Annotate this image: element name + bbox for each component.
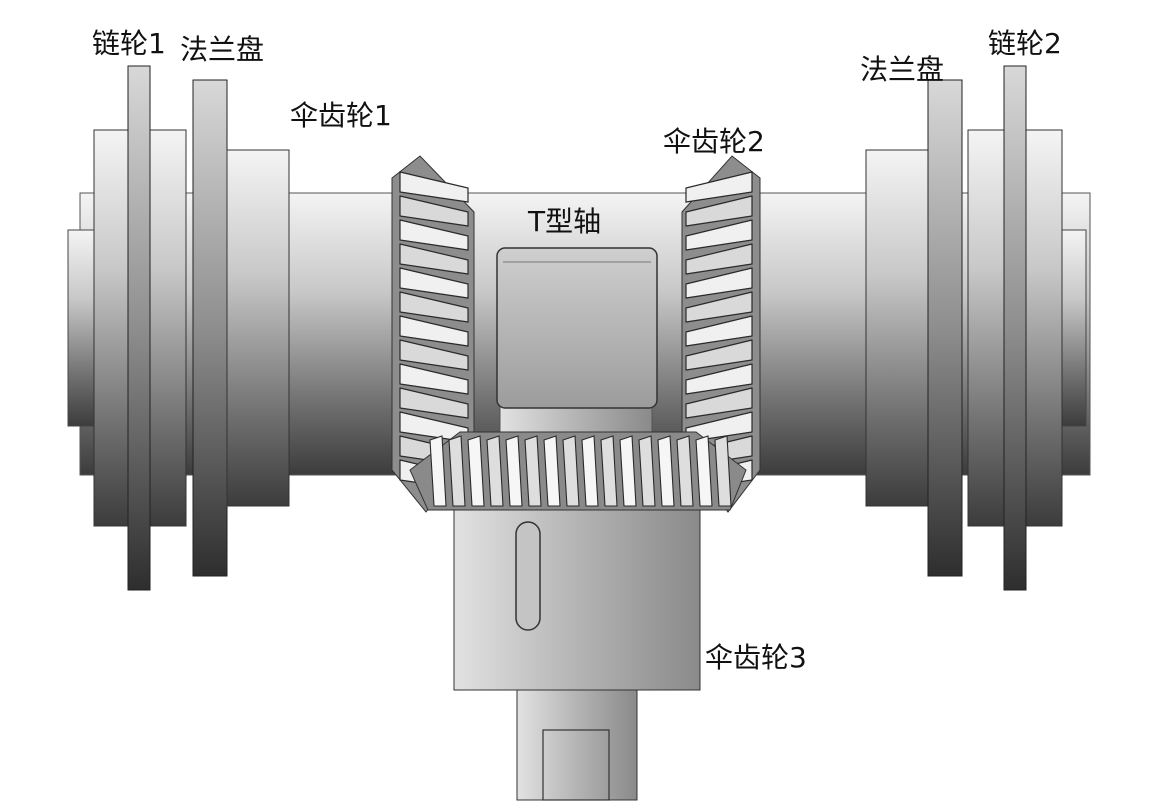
label-t-shaft: T型轴 xyxy=(528,205,602,238)
gear-tooth xyxy=(486,435,504,507)
gear-tooth xyxy=(685,315,753,347)
gear-tooth xyxy=(399,291,469,323)
gear-tooth xyxy=(429,435,447,507)
gear-tooth xyxy=(685,243,753,275)
output-key xyxy=(542,729,610,801)
label-sprocket1: 链轮1 xyxy=(92,27,166,60)
gear-tooth xyxy=(399,195,469,227)
gear-tooth xyxy=(399,171,469,203)
gear-tooth xyxy=(676,435,694,507)
gear-tooth xyxy=(524,435,542,507)
sprocket2-plate xyxy=(1003,65,1027,591)
output-hub xyxy=(453,499,701,691)
shaft-end-left xyxy=(67,229,97,427)
gear-tooth xyxy=(685,219,753,251)
label-sprocket2: 链轮2 xyxy=(988,27,1062,60)
gear-tooth xyxy=(685,387,753,419)
bevel-gear3-teeth xyxy=(409,431,747,511)
label-bevel-gear1: 伞齿轮1 xyxy=(290,99,392,132)
gear-tooth xyxy=(399,243,469,275)
label-flange-left: 法兰盘 xyxy=(180,33,265,66)
gear-tooth xyxy=(543,435,561,507)
label-flange-right: 法兰盘 xyxy=(860,53,945,86)
gear-tooth xyxy=(657,435,675,507)
gear-tooth xyxy=(399,363,469,395)
output-shaft xyxy=(516,689,638,801)
hub-right-inner xyxy=(865,149,931,507)
gear-tooth xyxy=(505,435,523,507)
gear-tooth xyxy=(619,435,637,507)
gear-tooth xyxy=(685,363,753,395)
gear-tooth xyxy=(467,435,485,507)
t-shaft-block xyxy=(496,247,658,409)
gear-tooth xyxy=(448,435,466,507)
gear-tooth xyxy=(638,435,656,507)
flange-right-plate xyxy=(927,79,963,577)
gear-tooth xyxy=(399,315,469,347)
gear-tooth xyxy=(685,291,753,323)
gear-tooth xyxy=(581,435,599,507)
sprocket1-plate xyxy=(127,65,151,591)
gear-tooth xyxy=(399,267,469,299)
gear-tooth xyxy=(399,339,469,371)
gear-tooth xyxy=(685,339,753,371)
gear-tooth xyxy=(685,267,753,299)
gear-tooth xyxy=(685,171,753,203)
gear-tooth xyxy=(600,435,618,507)
hub-left-inner xyxy=(226,149,290,507)
keyway-slot xyxy=(515,521,541,631)
gear-tooth xyxy=(399,387,469,419)
gear-tooth xyxy=(695,435,713,507)
flange-left-plate xyxy=(192,79,228,577)
gear-tooth xyxy=(714,435,732,507)
gear-tooth xyxy=(685,195,753,227)
gear-tooth xyxy=(562,435,580,507)
label-bevel-gear2: 伞齿轮2 xyxy=(663,125,765,158)
shaft-end-right xyxy=(1061,229,1087,427)
label-bevel-gear3: 伞齿轮3 xyxy=(705,641,807,674)
gear-tooth xyxy=(399,219,469,251)
